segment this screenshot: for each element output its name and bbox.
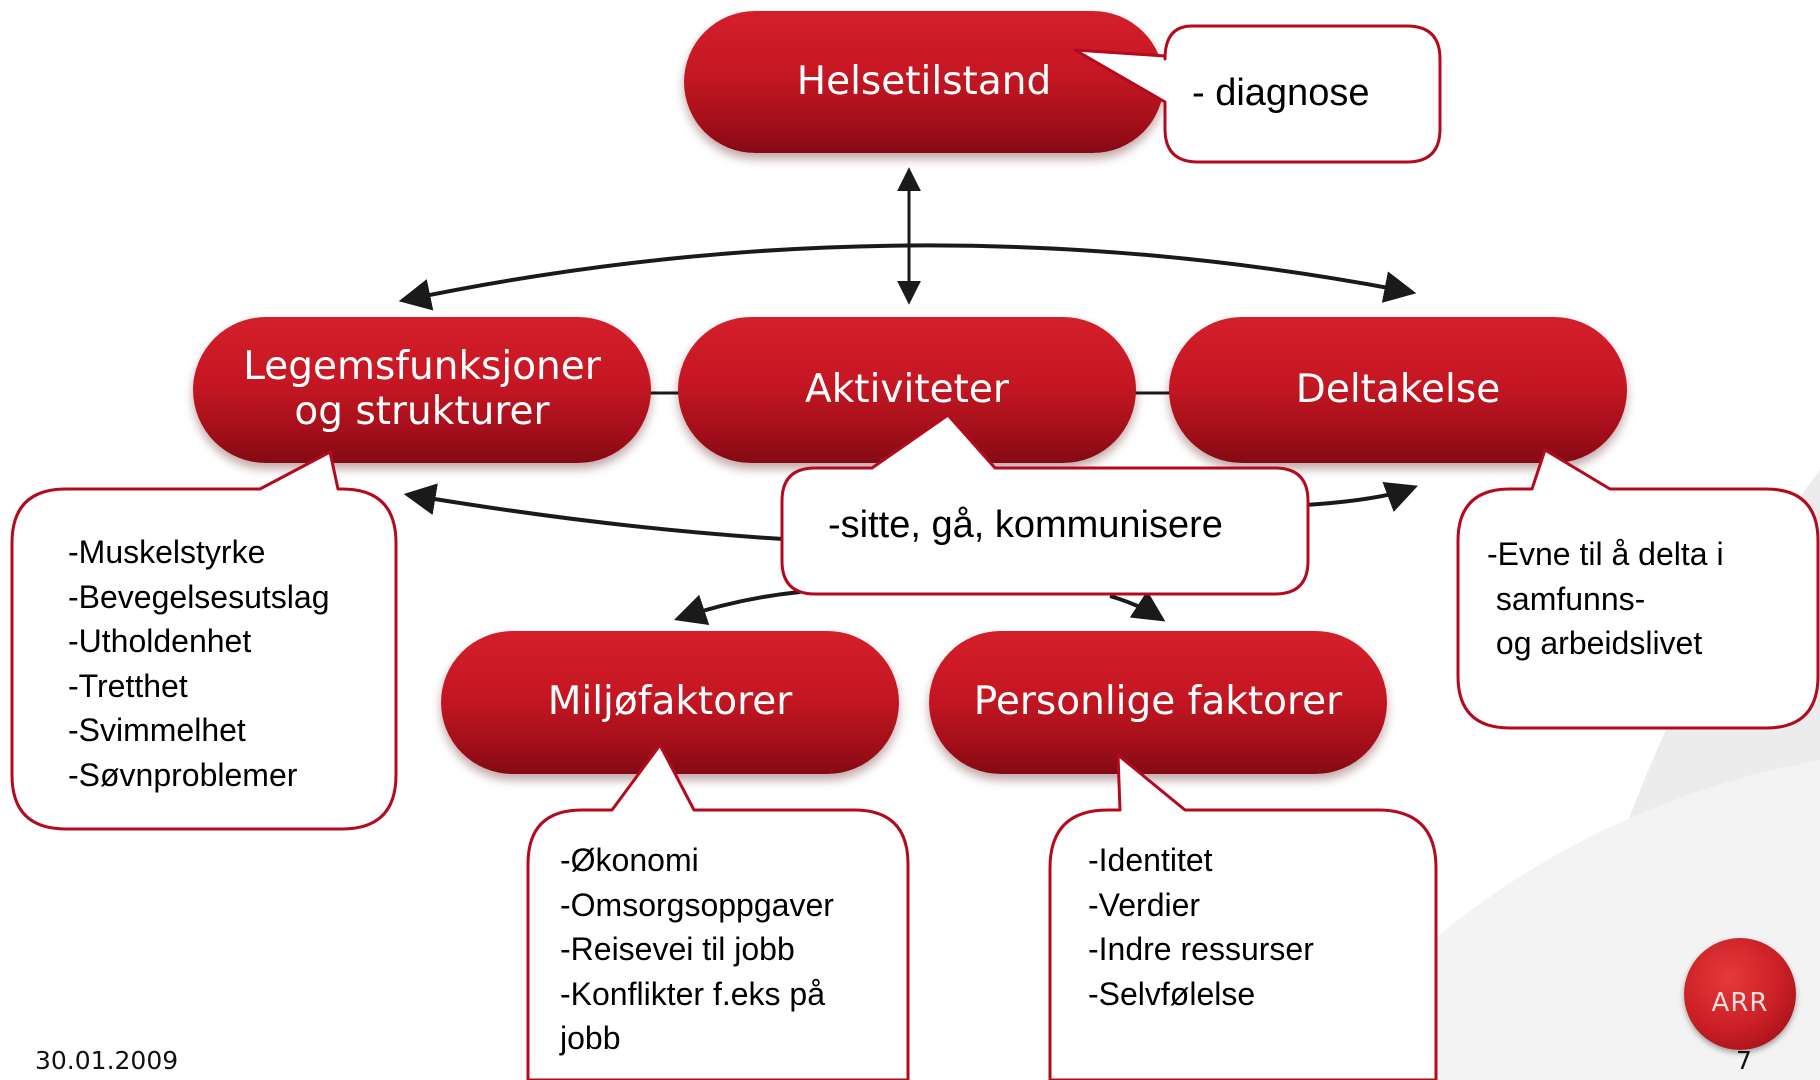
callout-deltakelse-bubble: [1456, 448, 1820, 730]
callout-legemsfunksjoner-text: -Muskelstyrke -Bevegelsesutslag -Utholde…: [68, 530, 329, 797]
callout-line: -Økonomi: [560, 842, 699, 878]
callout-diagnose-bubble: [1073, 24, 1442, 164]
callout-miljofaktorer-text: -Økonomi -Omsorgsoppgaver -Reisevei til …: [560, 838, 834, 1061]
callout-personlige-text: -Identitet -Verdier -Indre ressurser -Se…: [1088, 838, 1314, 1016]
arrow-to-environment: [673, 590, 801, 626]
callout-line: - diagnose: [1192, 72, 1370, 114]
callout-line: jobb: [560, 1020, 621, 1056]
node-aktiviteter: Aktiviteter: [678, 317, 1136, 463]
node-helsetilstand: Helsetilstand: [684, 11, 1164, 153]
arrow-to-personal: [1109, 590, 1166, 622]
callout-line: -Bevegelsesutslag: [68, 578, 330, 615]
slide-date: 30.01.2009: [35, 1046, 179, 1075]
arrow-lower-arc-right: [1304, 481, 1418, 512]
callout-line: -Reisevei til jobb: [560, 931, 795, 967]
callout-line: samfunns-: [1487, 580, 1646, 617]
callout-line: -Indre ressurser: [1088, 931, 1314, 967]
callout-diagnose-text: - diagnose: [1192, 68, 1369, 118]
callout-line: -Utholdenhet: [68, 623, 252, 659]
callout-aktiviteter-text: -sitte, gå, kommunisere: [828, 500, 1223, 550]
callout-miljofaktorer-bubble: [526, 743, 910, 1080]
callout-personlige-bubble: [1048, 753, 1438, 1080]
callout-line: -Svimmelhet: [68, 712, 246, 748]
callout-line: -sitte, gå, kommunisere: [828, 504, 1223, 546]
callout-line: -Identitet: [1088, 842, 1213, 878]
callout-line: -Konflikter f.eks på: [560, 975, 825, 1012]
node-personlige-faktorer: Personlige faktorer: [929, 631, 1387, 774]
callout-line: -Muskelstyrke: [68, 534, 266, 570]
callout-legemsfunksjoner-bubble: [10, 450, 398, 831]
arr-logo: ARR: [1684, 938, 1796, 1050]
callout-aktiviteter-bubble: [780, 413, 1310, 596]
node-legemsfunksjoner: Legemsfunksjoner og strukturer: [193, 317, 651, 463]
arrow-top-arc: [398, 243, 1417, 311]
callout-line: og arbeidslivet: [1487, 625, 1703, 661]
node-deltakelse: Deltakelse: [1169, 317, 1627, 463]
arrow-lower-arc-left: [403, 483, 801, 542]
callout-line: -Selvfølelse: [1088, 975, 1256, 1012]
callout-deltakelse-text: -Evne til å delta i samfunns- og arbeids…: [1487, 532, 1724, 666]
callout-line: -Evne til å delta i: [1487, 536, 1724, 572]
node-miljofaktorer: Miljøfaktorer: [441, 631, 899, 774]
callout-line: -Omsorgsoppgaver: [560, 886, 834, 923]
callout-line: -Verdier: [1088, 886, 1201, 923]
callout-line: -Tretthet: [68, 667, 188, 704]
slide-number: 7: [1736, 1046, 1752, 1075]
callout-line: -Søvnproblemer: [68, 756, 298, 793]
logo-text: ARR: [1711, 988, 1769, 1018]
